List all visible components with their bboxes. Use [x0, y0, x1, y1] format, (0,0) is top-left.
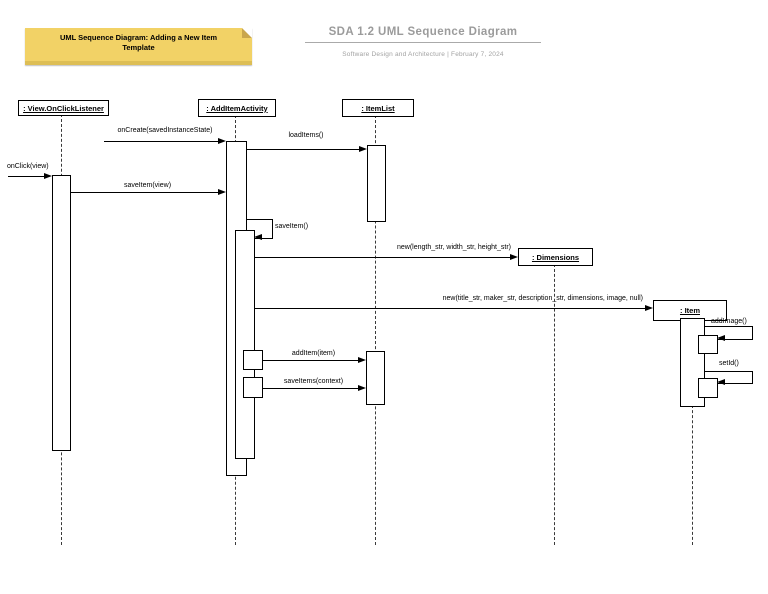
- object-box-itemlist: : ItemList: [342, 99, 414, 117]
- object-label: : View.OnClickListener: [23, 103, 104, 113]
- arrowhead: [358, 385, 366, 391]
- object-box-additemactivity: : AddItemActivity: [198, 99, 276, 117]
- arrowhead: [717, 379, 725, 385]
- lifeline-itemlist: [375, 115, 376, 545]
- sticky-note: UML Sequence Diagram: Adding a New Item …: [25, 28, 252, 65]
- message-additem: [261, 360, 358, 361]
- message-label-saveitem-view: saveItem(view): [123, 182, 172, 189]
- object-label: : ItemList: [361, 103, 395, 113]
- doc-header: SDA 1.2 UML Sequence Diagram Software De…: [305, 26, 541, 58]
- message-label-saveitem-self: saveItem(): [275, 223, 309, 230]
- message-label-setid: setId(): [719, 360, 739, 367]
- object-label: : Item: [679, 306, 700, 315]
- message-new-item: [253, 308, 645, 309]
- message-onclick: [8, 176, 44, 177]
- sticky-note-text: UML Sequence Diagram: Adding a New Item …: [59, 33, 218, 53]
- message-label-new-dimensions: new(length_str, width_str, height_str): [396, 244, 511, 251]
- arrowhead: [359, 146, 367, 152]
- self-call-setid: [703, 371, 753, 384]
- message-oncreate: [104, 141, 218, 142]
- arrowhead: [254, 234, 262, 240]
- lifeline-item: [692, 405, 693, 545]
- message-new-dimensions: [253, 257, 510, 258]
- arrowhead: [44, 173, 52, 179]
- message-label-loaditems: loadItems(): [288, 132, 324, 139]
- activation-additemactivity-additem: [243, 350, 263, 370]
- activation-additemactivity-saveitem: [235, 230, 255, 459]
- message-label-new-item: new(title_str, maker_str, description_st…: [442, 295, 643, 302]
- activation-additemactivity-saveitems: [243, 377, 263, 398]
- message-label-additem: addItem(item): [291, 350, 336, 357]
- activation-item-setid: [698, 378, 718, 398]
- lifeline-dimensions: [554, 264, 555, 545]
- message-saveitem-view: [69, 192, 218, 193]
- message-label-oncreate: onCreate(savedInstanceState): [117, 127, 213, 134]
- message-label-saveitems: saveItems(context): [283, 378, 344, 385]
- arrowhead: [510, 254, 518, 260]
- activation-itemlist-additem: [366, 351, 385, 405]
- arrowhead: [717, 335, 725, 341]
- arrowhead: [358, 357, 366, 363]
- object-box-view-onclicklistener: : View.OnClickListener: [18, 100, 109, 116]
- object-label: : AddItemActivity: [206, 103, 268, 113]
- arrowhead: [645, 305, 653, 311]
- header-divider: [305, 42, 541, 43]
- arrowhead: [218, 189, 226, 195]
- object-label: : Dimensions: [531, 252, 580, 262]
- message-saveitems: [261, 388, 358, 389]
- arrowhead: [218, 138, 226, 144]
- message-label-onclick: onClick(view): [7, 163, 49, 170]
- activation-view-onclick: [52, 175, 71, 451]
- self-call-addimage: [703, 326, 753, 340]
- page-title: SDA 1.2 UML Sequence Diagram: [328, 26, 518, 38]
- object-box-dimensions: : Dimensions: [518, 248, 593, 266]
- message-label-addimage: addImage(): [711, 318, 747, 325]
- message-loaditems: [245, 149, 359, 150]
- activation-item-addimage: [698, 335, 718, 354]
- doc-subtitle: Software Design and Architecture | Febru…: [342, 51, 504, 58]
- activation-itemlist-loaditems: [367, 145, 386, 222]
